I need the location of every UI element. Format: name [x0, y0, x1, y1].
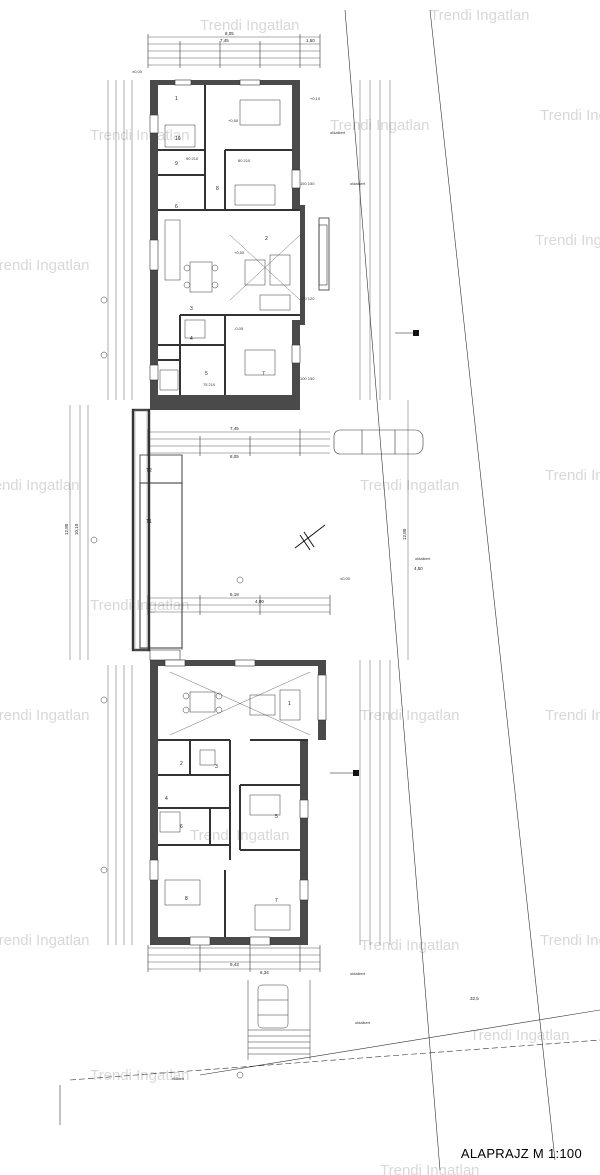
dimension-label: 12,80: [64, 523, 69, 535]
dimension-label: 8,05: [230, 454, 239, 459]
watermark: Trendi Ingatlan: [360, 937, 460, 954]
watermark: Trendi Ingatlan: [0, 257, 90, 274]
room-number: 4: [165, 796, 168, 802]
dimension-label: 6,34: [260, 970, 269, 975]
carport: T1 T2 ±0,00 oldalkert: [131, 408, 431, 652]
room-number: 9: [175, 161, 178, 167]
room-number: 2: [265, 236, 268, 242]
watermark: Trendi Ingatlan: [0, 477, 80, 494]
room-number: 4: [190, 336, 193, 342]
watermark: Trendi Ingatlan: [540, 107, 600, 124]
section-marker-icon: [395, 330, 419, 336]
watermark: Trendi Ingatlan: [0, 707, 90, 724]
dimension-lines: [69, 36, 409, 970]
dimension-label: 7,45: [220, 38, 229, 43]
room-number: 1: [175, 96, 178, 102]
room-number: 5: [275, 814, 278, 820]
dimension-label: 12,80: [402, 528, 407, 540]
room-number: 6: [175, 204, 178, 210]
dimension-ticks: [147, 34, 331, 972]
yard-label: előkert: [172, 1076, 185, 1081]
room-number: 3: [190, 306, 193, 312]
watermark: Trendi Ingatlan: [90, 1067, 190, 1084]
dimension-label: 4,00: [255, 599, 264, 604]
watermark: Trendi Ingatlan: [535, 232, 600, 249]
room-number: 10: [175, 136, 181, 142]
level-mark: +0,50: [228, 118, 239, 123]
yard-label: oldalkert: [350, 971, 366, 976]
section-arrow-icon: [294, 524, 326, 551]
watermark: Trendi Ingatlan: [545, 467, 600, 484]
grid-markers: [90, 296, 244, 1079]
watermark: Trendi Ingatlan: [545, 707, 600, 724]
yard-label: oldalkert: [355, 1020, 371, 1025]
section-marker-icon: [330, 770, 359, 776]
room-number: 8: [216, 186, 219, 192]
watermark: Trendi Ingatlan: [380, 1162, 480, 1175]
room-number: 3: [215, 764, 218, 770]
level-mark: ±0,00: [132, 69, 143, 74]
plot-boundary: [59, 9, 600, 1171]
dimension-label: 9,43: [230, 962, 239, 967]
watermark: Trendi Ingatlan: [430, 7, 530, 24]
room-number: 7: [275, 898, 278, 904]
opening-label: 150 150: [300, 181, 315, 186]
dimension-label: 8,05: [225, 31, 234, 36]
opening-label: 100 150: [300, 376, 315, 381]
opening-label: 75 210: [203, 382, 216, 387]
dimension-label: 4,50: [414, 566, 423, 571]
opening-label: 90 210: [186, 156, 199, 161]
watermark: Trendi Ingatlan: [0, 932, 90, 949]
level-mark: -0,05: [234, 326, 244, 331]
room-number: 6: [180, 824, 183, 830]
yard-label: oldalkert: [350, 181, 366, 186]
dimension-labels: 8,05 7,45 1,50 7,45 8,05 6,18 4,00 9,43 …: [64, 31, 479, 1001]
room-number: 8: [185, 896, 188, 902]
dimension-label: 32,5: [470, 996, 479, 1001]
watermark: Trendi Ingatlan: [200, 17, 300, 34]
room-number: 5: [205, 371, 208, 377]
lower-house: 1 2 3 4 5 6 7 8: [149, 330, 419, 946]
opening-label: 80 210: [238, 158, 251, 163]
carport-label: T2: [146, 468, 152, 474]
dimension-label: 1,50: [306, 38, 315, 43]
room-number: 1: [288, 701, 291, 707]
watermark: Trendi Ingatlan: [360, 477, 460, 494]
yard-label: oldalkert: [415, 556, 431, 561]
dimension-label: 10,10: [74, 523, 79, 535]
car-icon: [333, 429, 424, 455]
level-mark: +0,10: [310, 96, 321, 101]
yard-label: oldalkert: [330, 130, 346, 135]
carport-label: T1: [146, 519, 152, 525]
driveway: [247, 980, 311, 1060]
opening-label: 120 120: [300, 296, 315, 301]
level-mark: ±0,00: [340, 576, 351, 581]
watermark-layer: Trendi Ingatlan Trendi Ingatlan Trendi I…: [0, 7, 600, 1175]
watermark: Trendi Ingatlan: [90, 127, 190, 144]
dimension-label: 6,18: [230, 592, 239, 597]
room-number: 2: [180, 761, 183, 767]
upper-house: 1 2 3 4 5 6 7 8 9 10 +0,50 +0,50 -0,05 +…: [132, 69, 330, 410]
dimension-label: 7,45: [230, 426, 239, 431]
level-mark: +0,50: [234, 250, 245, 255]
watermark: Trendi Ingatlan: [470, 1027, 570, 1044]
room-number: 7: [262, 371, 265, 377]
watermark: Trendi Ingatlan: [360, 707, 460, 724]
watermark: Trendi Ingatlan: [540, 932, 600, 949]
drawing-title: ALAPRAJZ M 1:100: [460, 1146, 582, 1161]
